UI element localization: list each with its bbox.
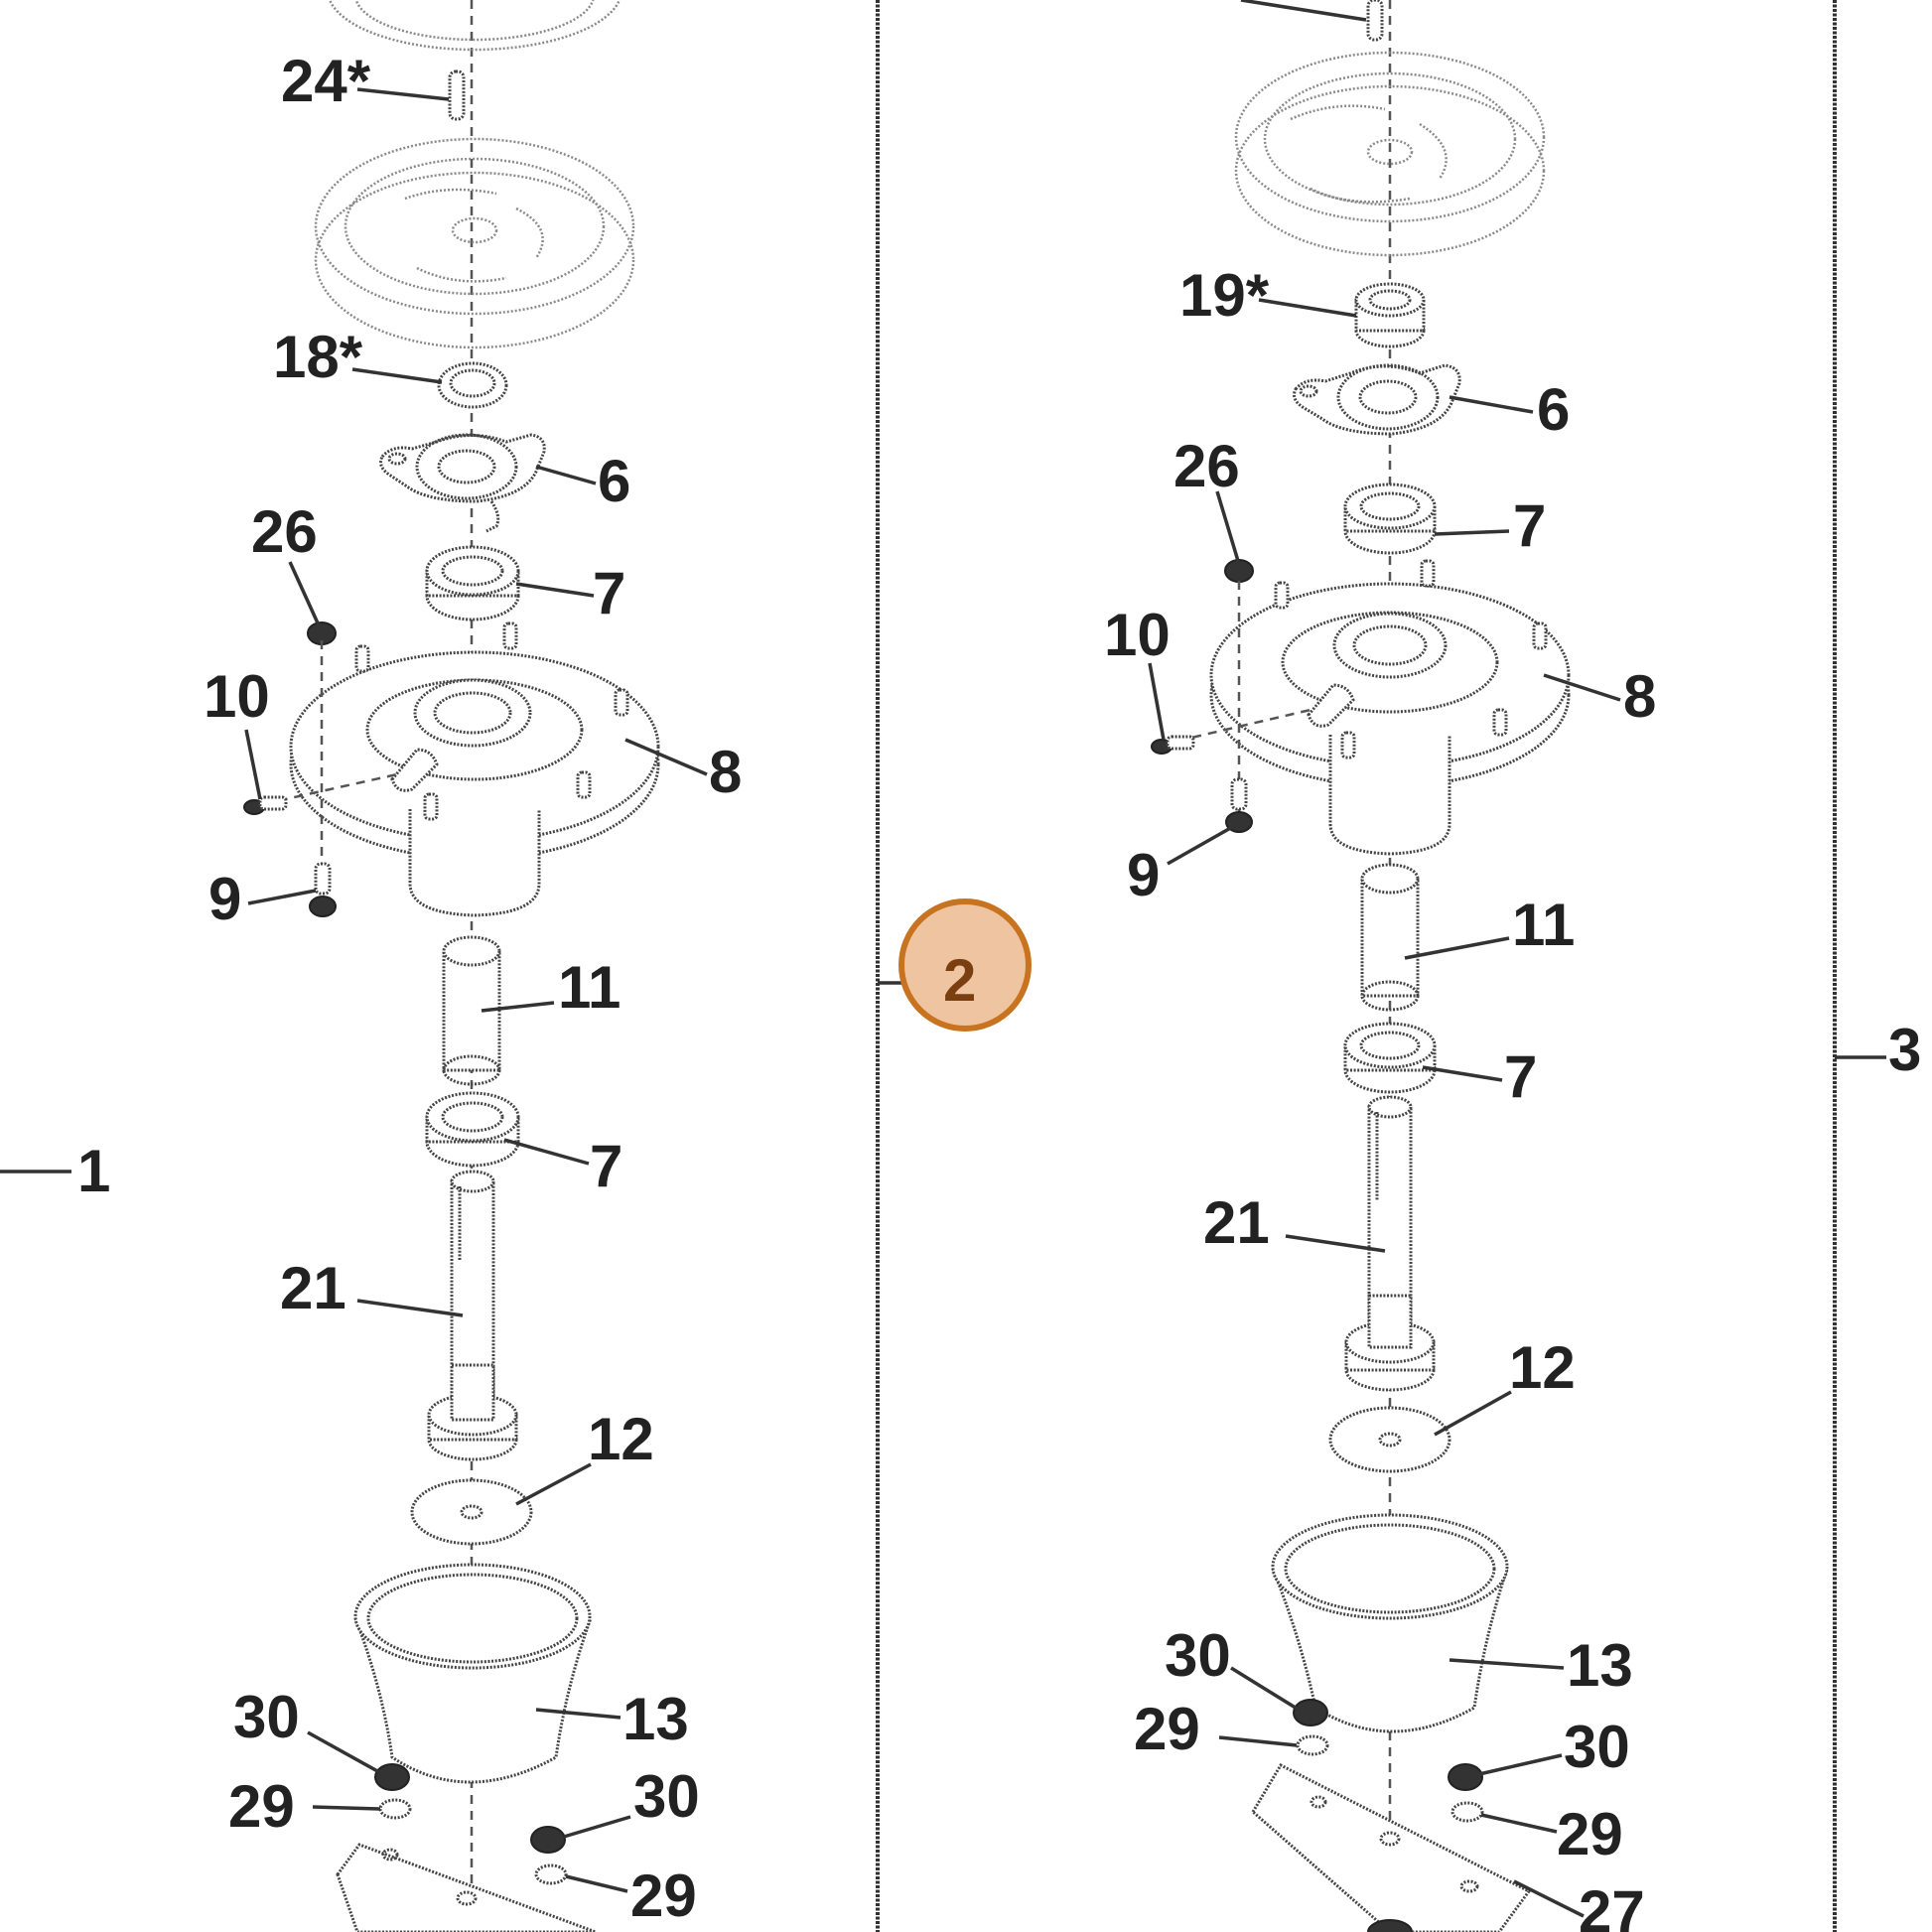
left-washer-29-b: [534, 1863, 568, 1885]
right-label-29-a: 29: [1134, 1696, 1200, 1762]
left-label-30-b: 30: [633, 1763, 700, 1830]
right-pulley: [1234, 51, 1546, 257]
right-label-26: 26: [1173, 433, 1240, 499]
left-label-21: 21: [280, 1255, 346, 1321]
left-bearing-7-top: [425, 545, 520, 621]
left-label-13: 13: [622, 1686, 689, 1752]
right-top-pin: [1366, 0, 1384, 42]
left-housing-6: [379, 433, 546, 533]
highlight-badge-label: 2: [943, 947, 976, 1014]
frame-label-3: 3: [1888, 1017, 1921, 1083]
right-label-7-bottom: 7: [1504, 1043, 1537, 1110]
left-label-26: 26: [251, 498, 318, 565]
right-label-6: 6: [1537, 376, 1570, 443]
left-label-6: 6: [598, 448, 630, 514]
right-bearing-7-top: [1343, 483, 1437, 555]
right-bearing-7-bottom: [1343, 1022, 1437, 1094]
right-washer-29-a: [1296, 1734, 1329, 1756]
right-washer-29-b: [1450, 1801, 1484, 1823]
right-spacer-11: [1360, 863, 1420, 1012]
left-label-29-b: 29: [630, 1863, 697, 1929]
left-washer-12: [410, 1478, 533, 1546]
right-label-9: 9: [1127, 842, 1160, 908]
right-washer-12: [1328, 1406, 1451, 1473]
highlight-badge-circle[interactable]: [898, 898, 1032, 1032]
left-label-10: 10: [204, 663, 270, 730]
left-label-12: 12: [588, 1406, 654, 1472]
left-nut-30-b: [530, 1826, 566, 1854]
right-nut-9: [1225, 777, 1253, 833]
left-plate-8: [262, 621, 660, 917]
left-pulley: [314, 137, 635, 349]
frame-label-1: 1: [77, 1138, 110, 1204]
right-label-30-a: 30: [1165, 1622, 1231, 1689]
left-label-9: 9: [208, 866, 241, 932]
left-nut-30-a: [374, 1763, 410, 1791]
left-cup-13: [353, 1563, 593, 1784]
right-label-13: 13: [1567, 1632, 1633, 1699]
right-label-7-top: 7: [1513, 492, 1546, 559]
left-label-30-a: 30: [233, 1684, 300, 1750]
right-bushing-19: [1354, 282, 1426, 348]
highlight-badge[interactable]: 2: [898, 898, 1032, 1032]
left-bushing-18: [437, 361, 508, 409]
left-nut-9: [309, 862, 337, 917]
left-upper-pulley: [328, 0, 621, 52]
left-washer-29-a: [378, 1798, 412, 1820]
right-housing-6: [1293, 363, 1461, 436]
right-label-30-b: 30: [1564, 1714, 1630, 1780]
left-assembly: 24* 18* 6 26 7 10 8 9 11 7 21 12 30 13 2…: [204, 0, 742, 1932]
right-cup-13: [1271, 1513, 1509, 1733]
left-label-8: 8: [709, 739, 742, 805]
right-bracket-27: [1251, 1763, 1532, 1932]
left-bolt-10: [243, 795, 288, 815]
left-label-7-bottom: 7: [590, 1133, 622, 1199]
right-shaft-21: [1344, 1095, 1436, 1392]
frame-lines: [0, 0, 1886, 1932]
right-screw-26: [1224, 559, 1254, 583]
right-nut-30-b: [1448, 1763, 1483, 1791]
left-label-18: 18*: [273, 324, 363, 390]
left-pin-24: [448, 69, 466, 121]
right-plate-8: [1161, 559, 1571, 856]
right-label-11: 11: [1512, 892, 1575, 958]
right-label-21: 21: [1203, 1189, 1270, 1256]
left-label-11: 11: [558, 954, 621, 1021]
right-label-27: 27: [1579, 1878, 1645, 1932]
right-label-29-b: 29: [1557, 1801, 1623, 1867]
right-bolt-10: [1151, 735, 1195, 755]
right-label-12: 12: [1509, 1334, 1576, 1401]
left-bracket: [336, 1843, 597, 1932]
right-label-8: 8: [1623, 663, 1656, 730]
left-bearing-7-bottom: [425, 1091, 520, 1168]
right-assembly: 19* 6 26 7 10 8 9 11 7 21 12 30 13 29 30…: [1104, 0, 1656, 1932]
right-label-10: 10: [1104, 602, 1171, 668]
left-label-29-a: 29: [228, 1773, 295, 1840]
left-label-24: 24*: [281, 48, 371, 114]
left-label-7-top: 7: [593, 560, 625, 626]
right-nut-30-a: [1293, 1699, 1328, 1726]
right-label-19: 19*: [1179, 262, 1270, 329]
left-shaft-21: [427, 1170, 518, 1461]
